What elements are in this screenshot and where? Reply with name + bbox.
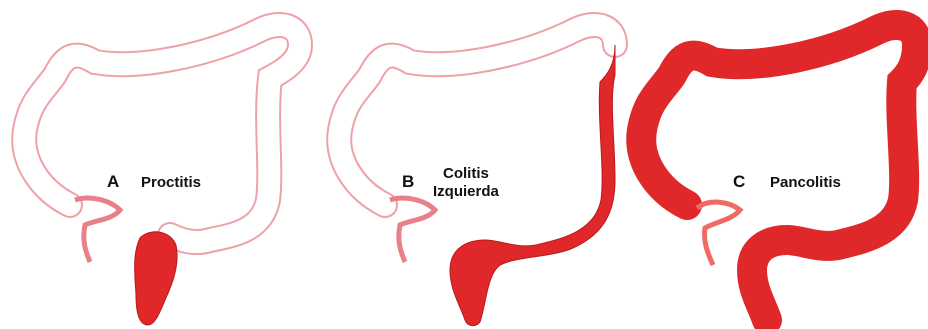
panel-label-proctitis: Proctitis: [141, 174, 201, 192]
colon-outline-a: [24, 25, 300, 262]
cecum-c: [697, 202, 740, 265]
panel-proctitis: A Proctitis: [0, 0, 310, 329]
panel-colitis-izquierda: B Colitis Izquierda: [315, 0, 625, 329]
panel-label-pancolitis: Pancolitis: [770, 174, 841, 192]
colon-inner-a: [24, 25, 300, 242]
inflamed-rectum-a: [135, 232, 177, 325]
colon-illustration-c: [625, 0, 928, 329]
panel-label-line1: Colitis: [433, 165, 499, 183]
panel-label-colitis-izquierda: Colitis Izquierda: [433, 165, 499, 201]
colon-illustration-a: [0, 0, 310, 329]
panel-letter-a: A: [107, 172, 119, 192]
panel-letter-c: C: [733, 172, 745, 192]
panel-letter-b: B: [402, 172, 414, 192]
inflamed-colon-c: [641, 25, 917, 320]
colon-outline-b: [339, 25, 615, 262]
panel-pancolitis: C Pancolitis: [625, 0, 928, 329]
panel-label-line2: Izquierda: [433, 183, 499, 201]
